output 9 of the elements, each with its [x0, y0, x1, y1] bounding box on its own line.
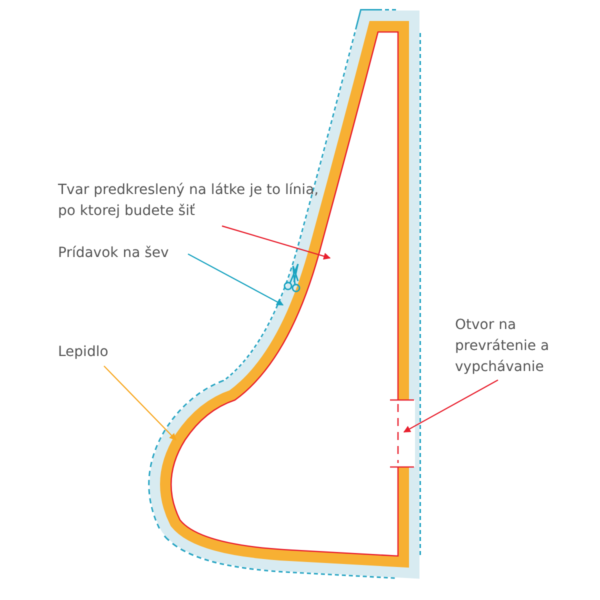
callout-label: Prídavok na šev [58, 243, 188, 264]
callout-label: Tvar predkreslený na látke je to línia, po ktorej budete šiť [58, 180, 328, 222]
leader-line [188, 253, 284, 306]
callout-label: Otvor na prevrátenie a vypchávanie [455, 315, 580, 378]
opening-mark [390, 399, 414, 468]
leader-line [104, 366, 176, 440]
leader-line [222, 225, 331, 260]
callout-label: Lepidlo [58, 342, 118, 363]
leader-line [403, 379, 498, 433]
